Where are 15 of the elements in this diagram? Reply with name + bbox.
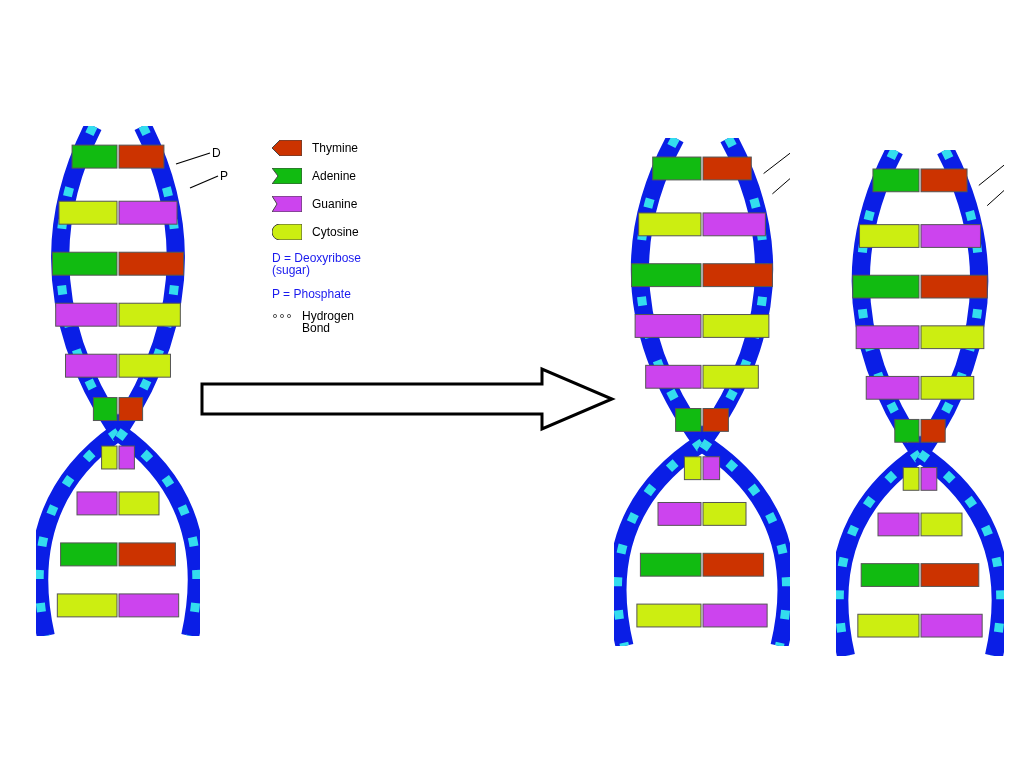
legend-label: D = Deoxyribose (sugar) xyxy=(272,252,363,276)
leader-line xyxy=(189,175,219,189)
dna-helix-drawing xyxy=(836,150,1004,656)
legend-label: Hydrogen Bond xyxy=(302,310,356,334)
legend-label: Thymine xyxy=(312,142,358,154)
legend-label: Guanine xyxy=(312,198,358,210)
dna-helix-drawing xyxy=(614,138,790,646)
dna-helix-drawing xyxy=(36,126,200,636)
legend-label: Cytosine xyxy=(312,226,359,238)
part-label: P xyxy=(220,169,228,183)
legend-label: Adenine xyxy=(312,170,357,182)
legend-label: P = Phosphate xyxy=(272,288,352,300)
leader-line xyxy=(175,152,211,165)
part-label: D xyxy=(212,146,221,160)
block-arrow xyxy=(200,366,616,432)
